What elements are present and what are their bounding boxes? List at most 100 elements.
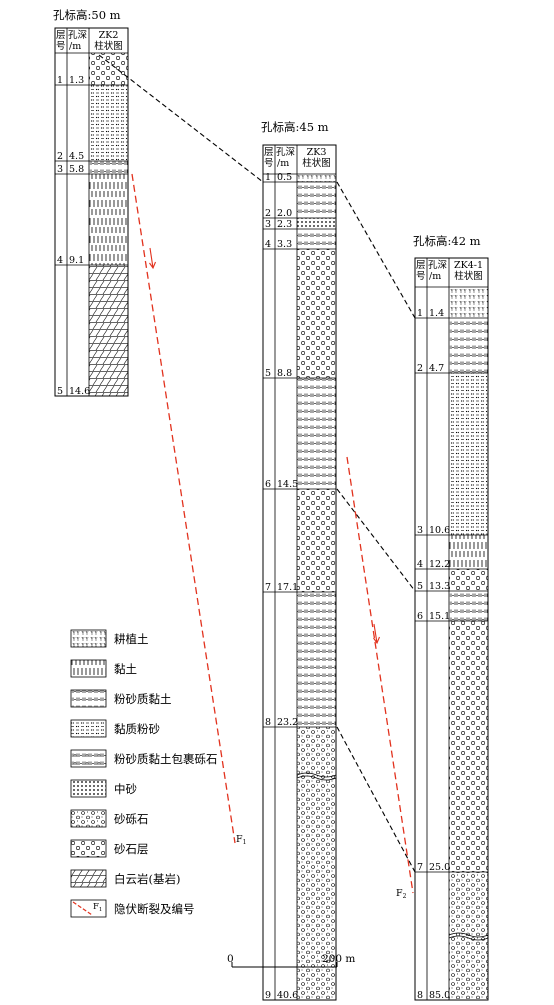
legend-item-clayey-silt: 黏质粉砂 — [70, 719, 160, 738]
fault-arrow — [373, 623, 381, 645]
layer-2-fill — [449, 318, 488, 373]
borehole-frame — [414, 257, 489, 1001]
legend-swatch — [70, 899, 107, 918]
layer-6-fill — [449, 591, 488, 621]
layer-4-fill — [449, 535, 488, 569]
fault-line — [346, 456, 414, 894]
legend-label: 隐伏断裂及编号 — [114, 902, 195, 916]
layer-3-fill — [297, 218, 336, 229]
header-layer-no: 层 — [264, 147, 274, 158]
header-column: ZK2 — [99, 30, 119, 41]
legend-item-topsoil: 耕植土 — [70, 629, 149, 648]
layer-number: 8 — [417, 990, 423, 1001]
layer-depth: 4.5 — [69, 151, 84, 162]
layer-7-fill — [449, 621, 488, 872]
layer-number: 3 — [265, 219, 271, 230]
legend: 耕植土黏土粉砂质黏土黏质粉砂粉砂质黏土包裹砾石中砂砂砾石砂石层白云岩(基岩)F1… — [70, 629, 218, 918]
borehole-frame — [262, 144, 337, 1001]
legend-swatch — [70, 839, 107, 858]
borehole-elevation-label: 孔标高:42 m — [413, 234, 481, 248]
borehole-elevation-label: 孔标高:50 m — [53, 8, 121, 22]
layer-depth: 1.4 — [429, 308, 444, 319]
layer-6-fill — [297, 378, 336, 489]
layer-number: 3 — [417, 525, 423, 536]
header-layer-no: 号 — [416, 271, 426, 282]
layer-1-fill — [449, 287, 488, 318]
legend-item-gravel: 砂石层 — [70, 839, 149, 858]
layer-depth: 10.6 — [429, 525, 450, 536]
layer-3-fill — [89, 161, 128, 174]
legend-label: 耕植土 — [114, 632, 149, 646]
fault-arrow — [149, 247, 157, 270]
header-column: ZK3 — [307, 147, 327, 158]
legend-swatch — [70, 689, 107, 708]
layer-depth: 25.0 — [429, 862, 450, 873]
layer-depth: 15.1 — [429, 611, 450, 622]
header-depth: /m — [69, 41, 81, 52]
correlation-line — [336, 488, 416, 592]
header-column: ZK4-1 — [454, 260, 483, 271]
layer-number: 2 — [57, 151, 63, 162]
layer-depth: 5.8 — [69, 164, 84, 175]
layer-number: 2 — [265, 208, 271, 219]
layer-2-fill — [297, 182, 336, 218]
layer-depth: 4.7 — [429, 363, 444, 374]
legend-swatch — [70, 779, 107, 798]
layer-5-fill — [89, 265, 128, 396]
layer-number: 5 — [57, 386, 63, 397]
correlation-line — [336, 726, 416, 873]
layer-number: 6 — [417, 611, 423, 622]
legend-label: 黏质粉砂 — [114, 722, 160, 736]
legend-label: 砂砾石 — [114, 812, 149, 826]
layer-depth: 85.0 — [429, 990, 450, 1001]
fault-f2: F2 — [346, 456, 414, 900]
legend-swatch — [70, 659, 107, 678]
layer-number: 7 — [417, 862, 423, 873]
header-column: 柱状图 — [94, 40, 123, 52]
layer-depth: 14.6 — [69, 386, 90, 397]
layer-depth: 8.8 — [277, 368, 292, 379]
layer-number: 2 — [417, 363, 423, 374]
header-layer-no: 号 — [264, 158, 274, 169]
layer-depth: 2.3 — [277, 219, 292, 230]
layer-number: 4 — [57, 255, 63, 266]
layer-1-fill — [89, 53, 128, 85]
layer-depth: 23.2 — [277, 717, 298, 728]
break-symbol — [448, 932, 489, 938]
layer-number: 3 — [57, 164, 63, 175]
layer-7-fill — [297, 489, 336, 592]
layer-depth: 2.0 — [277, 208, 292, 219]
layer-depth: 1.3 — [69, 75, 84, 86]
legend-label: 白云岩(基岩) — [114, 872, 180, 886]
layer-2-fill — [89, 85, 128, 161]
scale-end: 200 m — [322, 953, 355, 965]
layer-number: 4 — [265, 239, 271, 250]
legend-swatch — [70, 809, 107, 828]
legend-item-medium-sand: 中砂 — [70, 779, 137, 798]
header-depth: /m — [277, 158, 289, 169]
borehole-elevation-label: 孔标高:45 m — [261, 120, 329, 134]
header-depth: 孔深 — [68, 30, 88, 41]
header-depth: 孔深 — [276, 147, 296, 158]
legend-label: 砂石层 — [114, 842, 149, 856]
layer-3-fill — [449, 373, 488, 535]
layer-number: 5 — [265, 368, 271, 379]
layer-depth: 14.5 — [277, 479, 298, 490]
layer-4-fill — [297, 229, 336, 249]
borehole-frame — [54, 27, 129, 397]
layer-depth: 17.1 — [277, 582, 298, 593]
fault-label: F2 — [396, 888, 407, 900]
layer-9-fill — [297, 727, 336, 1000]
header-layer-no: 层 — [56, 30, 66, 41]
legend-swatch — [70, 719, 107, 738]
header-depth: /m — [429, 271, 441, 282]
layer-depth: 12.2 — [429, 559, 450, 570]
legend-item-clay: 黏土 — [70, 659, 137, 678]
header-layer-no: 层 — [416, 260, 426, 271]
